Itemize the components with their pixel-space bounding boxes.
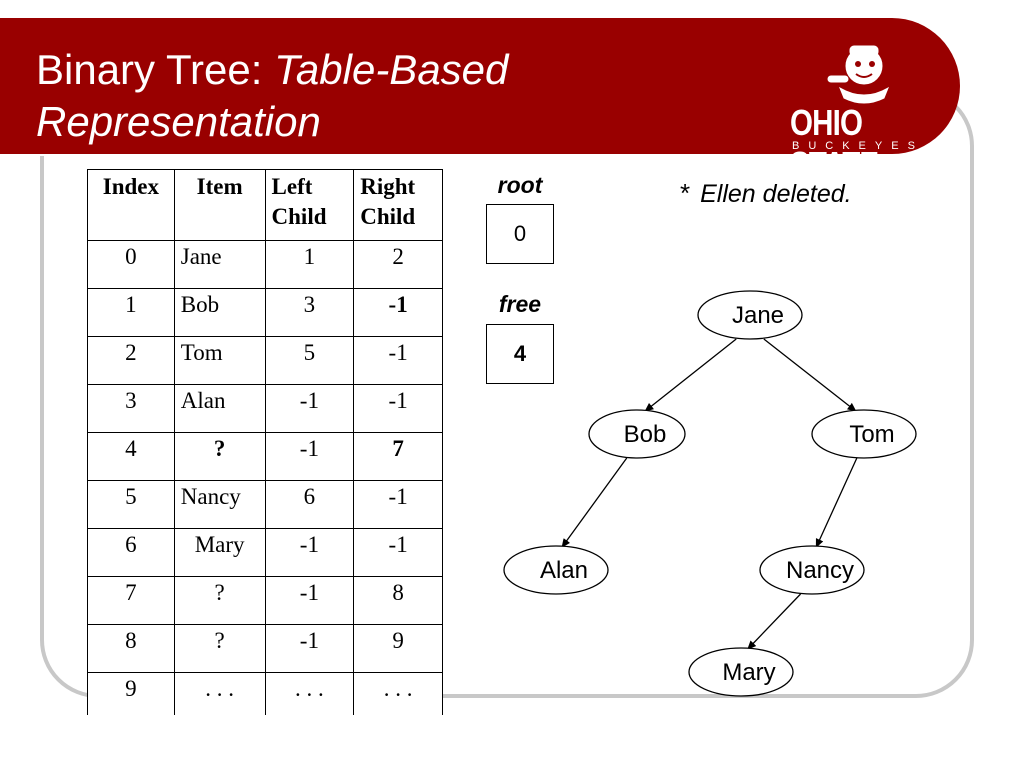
table-row: 9 . . . . . . . . .: [87, 672, 443, 715]
edge-jane-tom: [763, 338, 857, 412]
header-left-child: Left Child: [264, 169, 355, 241]
cell-item: Mary: [173, 528, 266, 577]
cell-right: -1: [353, 384, 443, 433]
table-row: 0 Jane 1 2: [87, 240, 443, 289]
tree-node-alan: Alan: [503, 545, 609, 595]
node-ellipse: [697, 290, 803, 340]
root-label: root: [497, 172, 543, 198]
title-divider: [0, 154, 930, 156]
cell-right: 7: [353, 432, 443, 481]
cell-right: 8: [353, 576, 443, 625]
free-label: free: [498, 291, 542, 317]
node-ellipse: [759, 545, 865, 595]
title-plain: Binary Tree:: [36, 46, 275, 93]
edge-jane-bob: [644, 338, 737, 412]
node-ellipse: [688, 647, 794, 697]
header-index: Index: [87, 169, 175, 241]
deletion-note: * Ellen deleted.: [680, 178, 852, 209]
cell-item: ?: [173, 432, 266, 481]
logo-trademark: TM: [942, 142, 953, 149]
tree-node-jane: Jane: [697, 290, 803, 340]
cell-left: 5: [264, 336, 355, 385]
logo-subtitle: BUCKEYES: [792, 140, 924, 152]
tree-node-mary: Mary: [688, 647, 794, 697]
root-value-box: 0: [486, 204, 554, 264]
cell-right: -1: [353, 336, 443, 385]
table-row: 1 Bob 3 -1: [87, 288, 443, 337]
cell-left: 1: [264, 240, 355, 289]
cell-right: 9: [353, 624, 443, 673]
cell-index: 9: [87, 672, 175, 715]
node-label: Tom: [849, 421, 894, 448]
slide-title: Binary Tree: Table-Based Representation: [36, 44, 508, 148]
cell-item: ?: [173, 576, 266, 625]
edge-tom-nancy: [815, 457, 858, 548]
cell-right: 2: [353, 240, 443, 289]
cell-item: Tom: [173, 336, 266, 385]
table-row: 5 Nancy 6 -1: [87, 480, 443, 529]
cell-item: ?: [173, 624, 266, 673]
edge-nancy-mary: [747, 593, 802, 650]
node-label: Nancy: [786, 557, 854, 584]
cell-index: 0: [87, 240, 175, 289]
free-value-box: 4: [486, 324, 554, 384]
cell-item: Nancy: [173, 480, 266, 529]
tree-edges: [561, 338, 858, 650]
cell-left: -1: [264, 624, 355, 673]
node-label: Mary: [722, 659, 775, 686]
node-ellipse: [588, 409, 686, 459]
cell-right: . . .: [353, 672, 443, 715]
title-bar: Binary Tree: Table-Based Representation …: [0, 18, 960, 185]
ohio-state-logo: OHIO STATE BUCKEYES TM: [780, 36, 960, 185]
cell-right: -1: [353, 480, 443, 529]
cell-left: -1: [264, 432, 355, 481]
tree-table: Index Item Left Child Right Child 0 Jane…: [87, 169, 443, 715]
note-text: Ellen deleted.: [700, 180, 852, 208]
title-italic-2: Representation: [36, 98, 321, 145]
cell-index: 7: [87, 576, 175, 625]
node-ellipse: [811, 409, 917, 459]
edge-bob-alan: [561, 457, 628, 548]
title-italic-1: Table-Based: [274, 46, 509, 93]
tree-node-nancy: Nancy: [759, 545, 865, 595]
cell-item: Alan: [173, 384, 266, 433]
cell-index: 4: [87, 432, 175, 481]
root-value: 0: [513, 221, 527, 246]
table-row: 4 ? -1 7: [87, 432, 443, 481]
table-row: 8 ? -1 9: [87, 624, 443, 673]
cell-right: -1: [353, 528, 443, 577]
logo-wordmark: OHIO STATE: [790, 102, 879, 185]
node-label: Alan: [540, 557, 588, 584]
cell-item: . . .: [173, 672, 266, 715]
tree-node-tom: Tom: [811, 409, 917, 459]
node-label: Jane: [732, 302, 784, 329]
node-label: Bob: [624, 421, 667, 448]
node-ellipse: [503, 545, 609, 595]
header-item: Item: [173, 169, 266, 241]
free-value: 4: [513, 341, 527, 366]
cell-item: Jane: [173, 240, 266, 289]
cell-item: Bob: [173, 288, 266, 337]
table-row: 3 Alan -1 -1: [87, 384, 443, 433]
table-header-row: Index Item Left Child Right Child: [87, 169, 443, 241]
brutus-mascot-icon: [827, 45, 890, 104]
cell-left: 3: [264, 288, 355, 337]
cell-index: 6: [87, 528, 175, 577]
tree-node-bob: Bob: [588, 409, 686, 459]
cell-left: -1: [264, 384, 355, 433]
note-star: *: [680, 178, 691, 208]
header-right-child: Right Child: [353, 169, 443, 241]
cell-left: 6: [264, 480, 355, 529]
